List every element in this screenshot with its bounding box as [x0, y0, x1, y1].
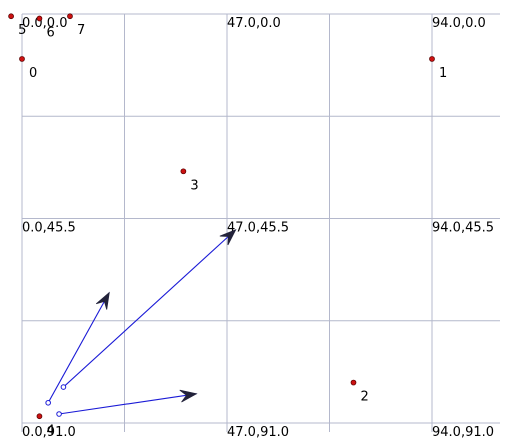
point-marker — [67, 13, 73, 20]
point: 7 — [67, 13, 85, 38]
arrow — [45, 291, 110, 406]
coordinate-label: 94.0,91.0 — [432, 425, 494, 440]
coordinate-label: 94.0,45.5 — [432, 221, 494, 236]
arrow-head — [219, 228, 237, 246]
coordinate-label: 47.0,91.0 — [227, 425, 289, 440]
point-label: 3 — [190, 178, 198, 193]
point-label: 4 — [46, 423, 54, 438]
point: 0 — [19, 56, 37, 81]
arrow — [56, 389, 198, 417]
point-marker — [36, 15, 43, 22]
arrow-head — [95, 291, 110, 310]
point-marker — [180, 168, 187, 175]
coordinate-label: 47.0,0.0 — [227, 16, 281, 31]
arrow-line — [58, 393, 197, 415]
point: 2 — [350, 379, 369, 405]
coordinate-label: 94.0,0.0 — [432, 16, 486, 31]
point-marker — [429, 56, 435, 62]
arrow-line — [63, 229, 237, 388]
point: 4 — [36, 413, 55, 438]
coordinate-label: 0.0,0.0 — [22, 16, 67, 31]
point: 1 — [429, 56, 447, 81]
point-marker — [36, 413, 43, 420]
point-label: 6 — [46, 25, 54, 40]
point: 5 — [8, 13, 26, 38]
arrow-start-marker — [60, 384, 67, 390]
point-label: 0 — [29, 66, 37, 81]
point-marker — [19, 56, 25, 62]
arrow-head — [179, 389, 198, 403]
point: 3 — [180, 168, 199, 193]
coordinate-labels: 0.0,0.0 47.0,0.0 94.0,0.0 0.0,45.5 47.0,45.5… — [22, 16, 494, 440]
coordinate-label: 47.0,45.5 — [227, 221, 289, 236]
coordinate-label: 0.0,91.0 — [22, 425, 76, 440]
point-marker — [8, 13, 14, 20]
arrow — [60, 228, 237, 390]
arrow-start-marker — [45, 399, 51, 406]
arrow-start-marker — [56, 411, 62, 417]
point-label: 5 — [18, 23, 26, 38]
point-marker — [350, 379, 357, 386]
point-label: 7 — [77, 23, 85, 38]
point: 6 — [36, 15, 55, 40]
coordinate-label: 0.0,45.5 — [22, 221, 76, 236]
arrows — [45, 228, 237, 417]
arrow-line — [47, 292, 110, 404]
grid — [21, 13, 500, 432]
point-label: 1 — [439, 66, 447, 81]
point-label: 2 — [360, 390, 368, 405]
points: 0 1 2 3 4 5 6 7 — [8, 13, 447, 438]
